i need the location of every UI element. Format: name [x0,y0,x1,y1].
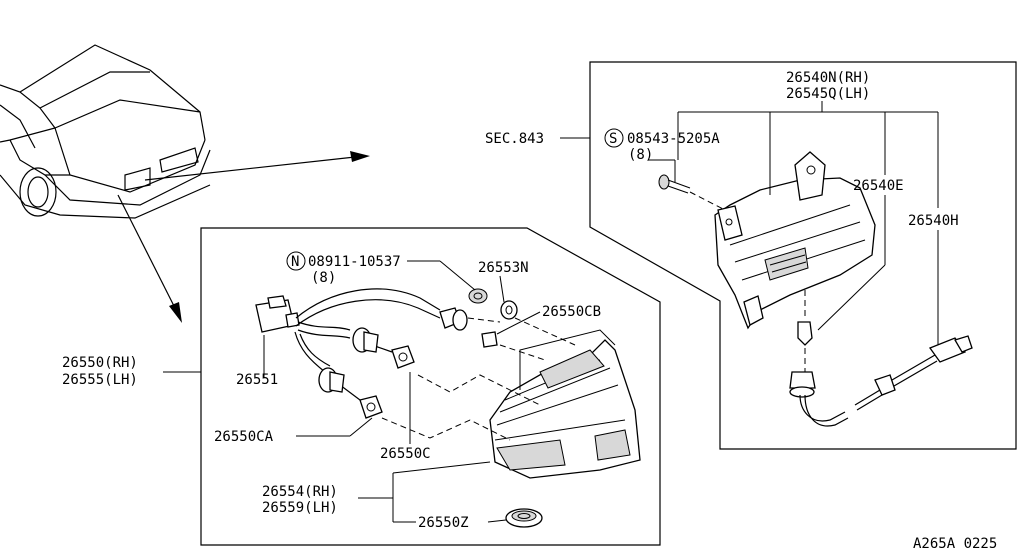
high-mount-lamp [714,151,876,330]
label-assy-rh: 26550(RH) [62,355,138,371]
hmsl-bulb-harness [789,290,973,427]
screw [658,174,726,211]
label-26550z: 26550Z [418,515,469,531]
arrow-head-right [350,151,370,162]
label-lens-lh: 26559(LH) [262,500,338,516]
nut-symbol-circle [286,251,306,271]
diagram-code: A265A 0225 [913,536,997,552]
gasket [505,508,543,528]
lower-frame [200,227,661,546]
label-26550c: 26550C [380,446,431,462]
label-26540h: 26540H [908,213,959,229]
upper-frame [589,61,1017,450]
lamp-harness [255,288,441,401]
label-26550cb: 26550CB [542,304,601,320]
car-rear-illustration [0,44,211,219]
screw-symbol-letter: S [609,131,617,147]
screw-symbol-circle [604,128,624,148]
label-26540e: 26540E [853,178,904,194]
label-nut-part: 08911-10537 [308,254,401,270]
label-lens-rh: 26554(RH) [262,484,338,500]
label-lamp-rh: 26540N(RH) [786,70,870,86]
upper-leaders [560,101,939,345]
label-screw-qty: (8) [628,147,653,163]
label-26551: 26551 [236,372,278,388]
arrow-head-down [169,302,182,323]
label-assy-lh: 26555(LH) [62,372,138,388]
label-lamp-lh: 26545Q(LH) [786,86,870,102]
nut-symbol-letter: N [291,254,299,270]
callout-arrows [117,151,370,323]
rear-combination-lamp [489,329,641,479]
label-sec-843: SEC.843 [485,131,544,147]
lower-leaders [163,260,541,523]
lamp-sockets [318,307,468,419]
label-nut-qty: (8) [311,270,336,286]
label-26550ca: 26550CA [214,429,274,445]
assembly-dash-lines [381,317,576,441]
label-screw-part: 08543-5205A [627,131,720,147]
label-26553n: 26553N [478,260,529,276]
small-parts [468,288,518,348]
